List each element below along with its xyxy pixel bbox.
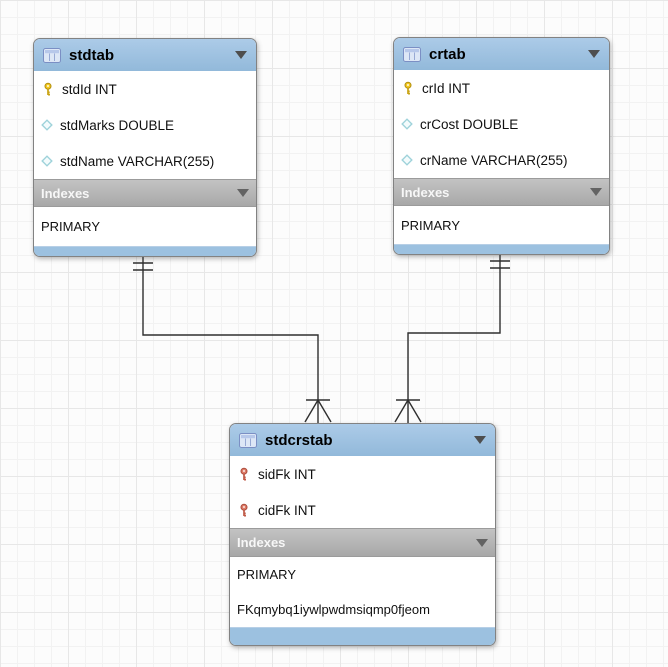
table-footer	[230, 627, 495, 645]
column-row[interactable]: crCost DOUBLE	[394, 106, 609, 142]
column-row[interactable]: sidFk INT	[230, 456, 495, 492]
foreign-key-icon	[237, 503, 251, 517]
column-row[interactable]: cidFk INT	[230, 492, 495, 528]
table-footer	[34, 246, 256, 256]
connector-line[interactable]	[407, 255, 501, 423]
columns-section: stdId INT stdMarks DOUBLE stdName VARCHA…	[34, 71, 256, 179]
column-diamond-icon	[401, 118, 413, 130]
column-row[interactable]: stdName VARCHAR(255)	[34, 143, 256, 179]
table-stdtab[interactable]: stdtab stdId INT stdMarks DOUBLE stdName…	[33, 38, 257, 257]
relationship-crtab-stdcrstab[interactable]	[394, 255, 510, 423]
index-row[interactable]: PRIMARY	[230, 557, 495, 592]
one-cardinality-marks	[133, 262, 153, 271]
collapse-arrow-icon[interactable]	[237, 189, 249, 197]
column-label: stdId INT	[62, 81, 117, 97]
table-title: crtab	[429, 45, 466, 63]
primary-key-icon	[401, 81, 415, 95]
column-label: stdName VARCHAR(255)	[60, 153, 215, 169]
crowfoot-many-icon	[394, 399, 422, 423]
collapse-arrow-icon[interactable]	[588, 50, 600, 58]
foreign-key-icon	[237, 467, 251, 481]
table-title: stdtab	[69, 46, 114, 64]
column-row[interactable]: stdMarks DOUBLE	[34, 107, 256, 143]
one-cardinality-marks	[490, 260, 510, 269]
columns-section: sidFk INT cidFk INT	[230, 456, 495, 528]
indexes-bar[interactable]: Indexes	[394, 178, 609, 206]
table-stdcrstab[interactable]: stdcrstab sidFk INT cidFk INT Indexes PR…	[229, 423, 496, 646]
index-label: PRIMARY	[41, 219, 100, 234]
index-row[interactable]: FKqmybq1iywlpwdmsiqmp0fjeom	[230, 592, 495, 627]
column-diamond-icon	[41, 155, 53, 167]
indexes-label: Indexes	[41, 185, 90, 201]
column-label: stdMarks DOUBLE	[60, 117, 175, 133]
column-label: crId INT	[422, 80, 471, 96]
column-row[interactable]: crName VARCHAR(255)	[394, 142, 609, 178]
column-diamond-icon	[41, 119, 53, 131]
indexes-bar[interactable]: Indexes	[34, 179, 256, 207]
table-icon	[403, 46, 421, 62]
column-label: crCost DOUBLE	[420, 116, 519, 132]
table-icon	[43, 47, 61, 63]
table-icon	[239, 432, 257, 448]
table-footer	[394, 244, 609, 254]
table-crtab[interactable]: crtab crId INT crCost DOUBLE crName VARC…	[393, 37, 610, 255]
indexes-label: Indexes	[401, 184, 450, 200]
index-label: PRIMARY	[401, 217, 460, 233]
table-title: stdcrstab	[265, 431, 333, 449]
column-label: cidFk INT	[258, 502, 316, 518]
column-row[interactable]: stdId INT	[34, 71, 256, 107]
table-header[interactable]: stdcrstab	[230, 424, 495, 456]
collapse-arrow-icon[interactable]	[476, 538, 488, 547]
index-row[interactable]: PRIMARY	[394, 206, 609, 244]
collapse-arrow-icon[interactable]	[235, 51, 247, 59]
crowfoot-many-icon	[304, 399, 332, 423]
index-label: PRIMARY	[237, 567, 296, 582]
connector-line[interactable]	[142, 257, 319, 423]
relationship-stdtab-stdcrstab[interactable]	[133, 257, 332, 423]
table-header[interactable]: crtab	[394, 38, 609, 70]
collapse-arrow-icon[interactable]	[590, 188, 602, 196]
column-label: sidFk INT	[258, 466, 316, 482]
index-label: FKqmybq1iywlpwdmsiqmp0fjeom	[237, 602, 430, 617]
columns-section: crId INT crCost DOUBLE crName VARCHAR(25…	[394, 70, 609, 178]
column-label: crName VARCHAR(255)	[420, 152, 568, 168]
index-row[interactable]: PRIMARY	[34, 207, 256, 246]
indexes-bar[interactable]: Indexes	[230, 528, 495, 557]
indexes-label: Indexes	[237, 535, 286, 550]
collapse-arrow-icon[interactable]	[474, 436, 486, 444]
column-diamond-icon	[401, 154, 413, 166]
column-row[interactable]: crId INT	[394, 70, 609, 106]
table-header[interactable]: stdtab	[34, 39, 256, 71]
primary-key-icon	[41, 82, 55, 96]
